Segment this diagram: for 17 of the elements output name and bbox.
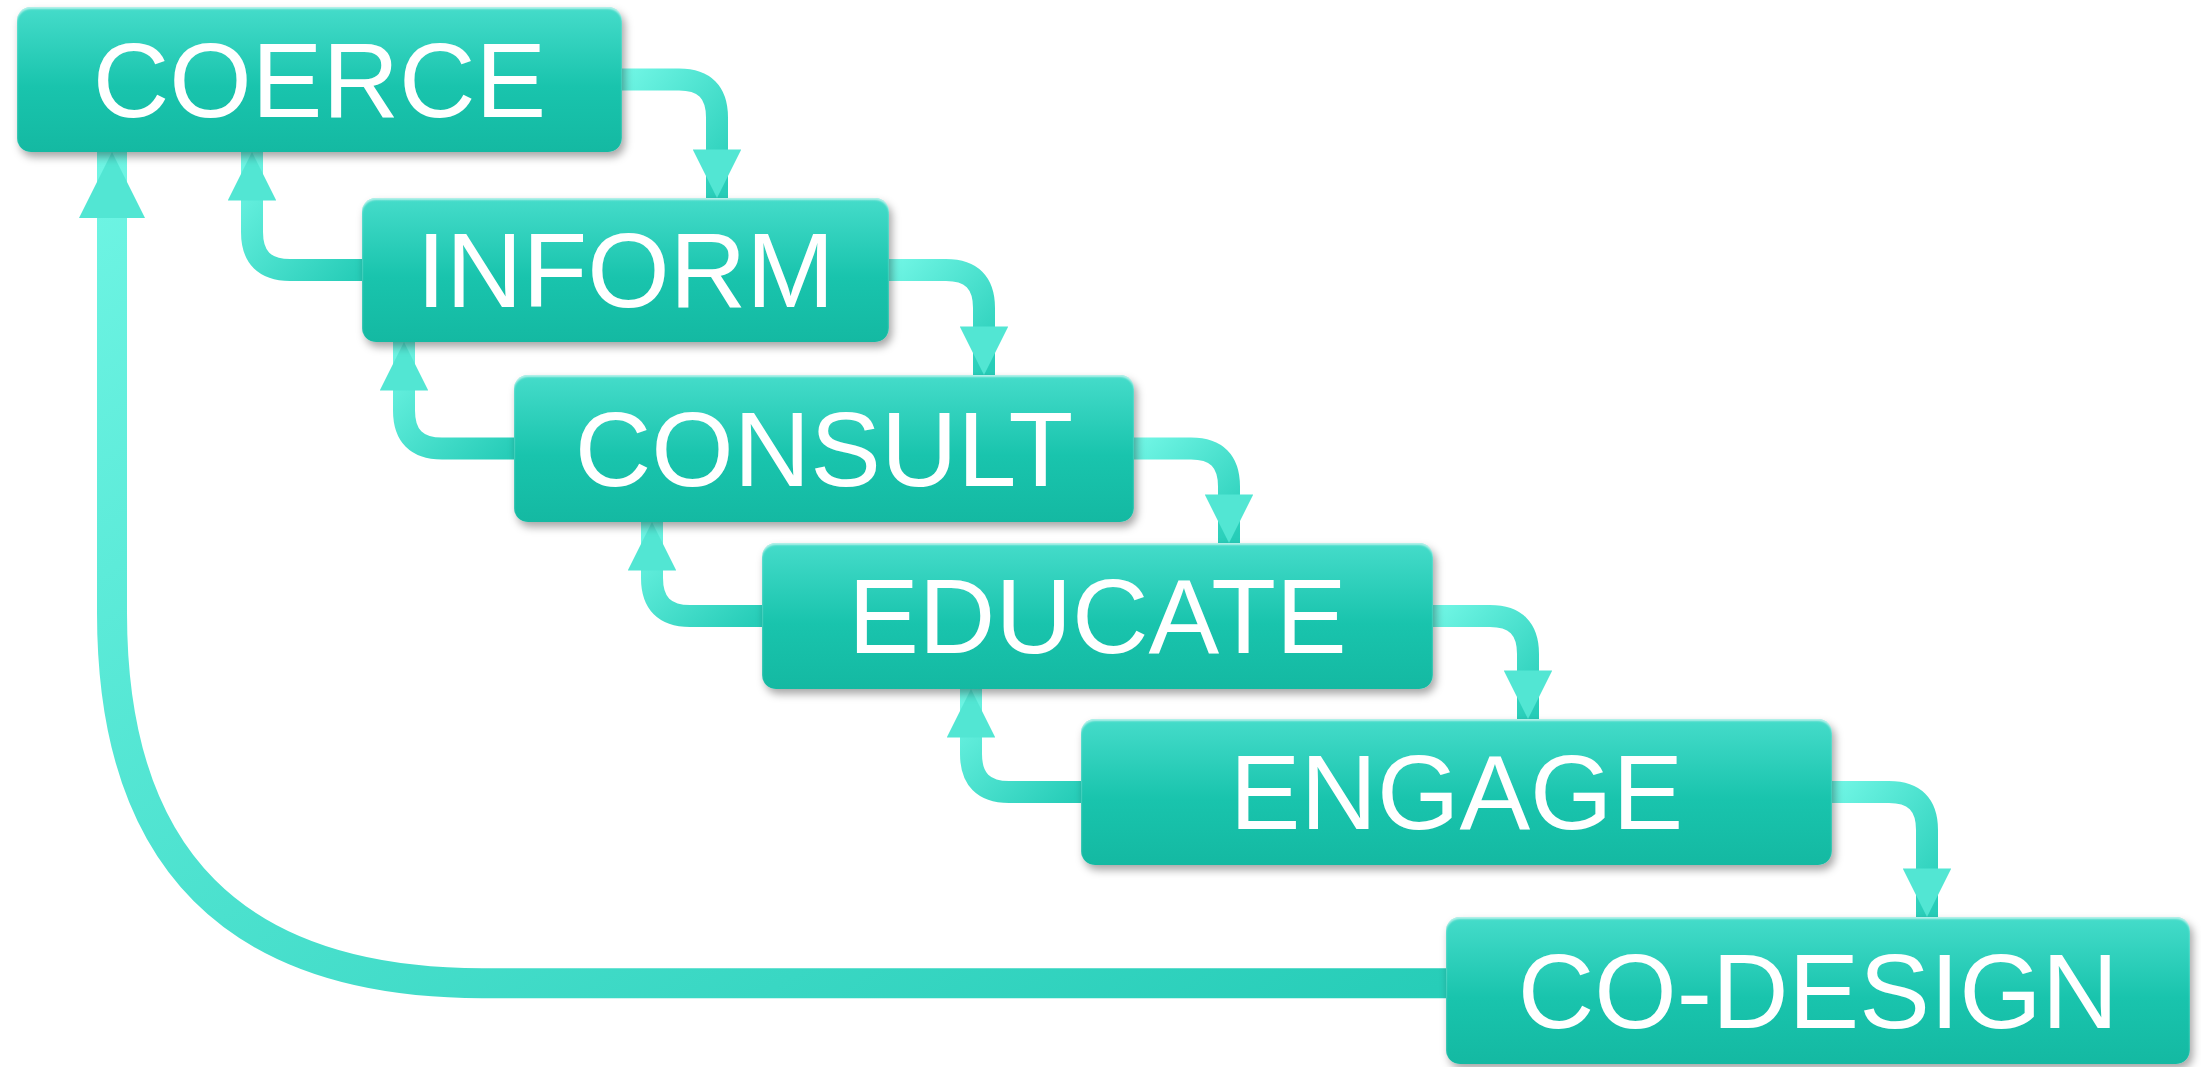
stage-label: ENGAGE bbox=[1229, 739, 1684, 845]
stage-box bbox=[1446, 917, 2190, 1064]
stage-label: CO-DESIGN bbox=[1517, 937, 2119, 1044]
arrow bbox=[946, 689, 1081, 803]
stage-box bbox=[362, 198, 889, 342]
arrow bbox=[379, 342, 514, 460]
stage-label: INFORM bbox=[416, 217, 835, 323]
arrow bbox=[227, 152, 362, 281]
stage-label: EDUCATE bbox=[848, 563, 1347, 669]
stage-box bbox=[17, 7, 622, 152]
stage-box bbox=[1081, 719, 1832, 865]
stage-box bbox=[762, 543, 1433, 689]
arrow bbox=[627, 522, 762, 627]
stage-box bbox=[514, 375, 1134, 522]
stage-label: COERCE bbox=[92, 26, 547, 133]
arrow bbox=[79, 152, 1446, 999]
stage-label: CONSULT bbox=[574, 395, 1074, 502]
